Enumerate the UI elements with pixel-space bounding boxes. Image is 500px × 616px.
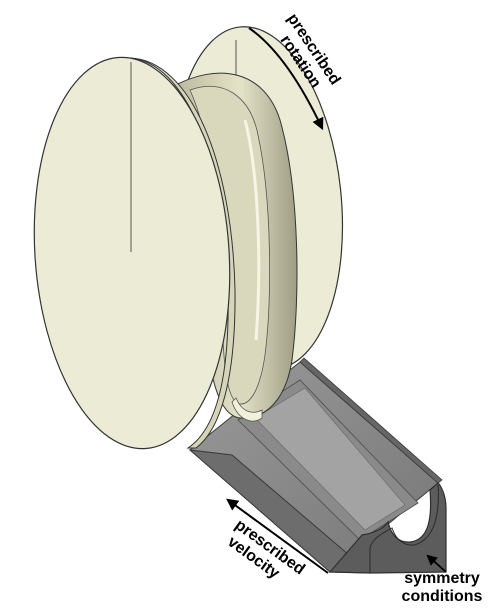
velocity-arrow xyxy=(226,498,329,574)
front-disk xyxy=(33,56,236,450)
front-disk-face xyxy=(33,56,231,450)
rail-end-profile xyxy=(369,484,439,573)
rail-groove-floor xyxy=(254,387,406,531)
hub-highlight xyxy=(243,119,261,341)
rotation-arrow xyxy=(248,27,324,131)
rail-end-face xyxy=(328,482,447,574)
symmetry-label-line2: conditions xyxy=(402,588,483,605)
hub-contact xyxy=(231,397,263,422)
symmetry-arrow xyxy=(426,554,447,573)
annotation-symmetry: symmetry conditions xyxy=(402,554,483,605)
symmetry-label-line1: symmetry xyxy=(404,570,480,587)
rail-flange xyxy=(299,357,443,484)
